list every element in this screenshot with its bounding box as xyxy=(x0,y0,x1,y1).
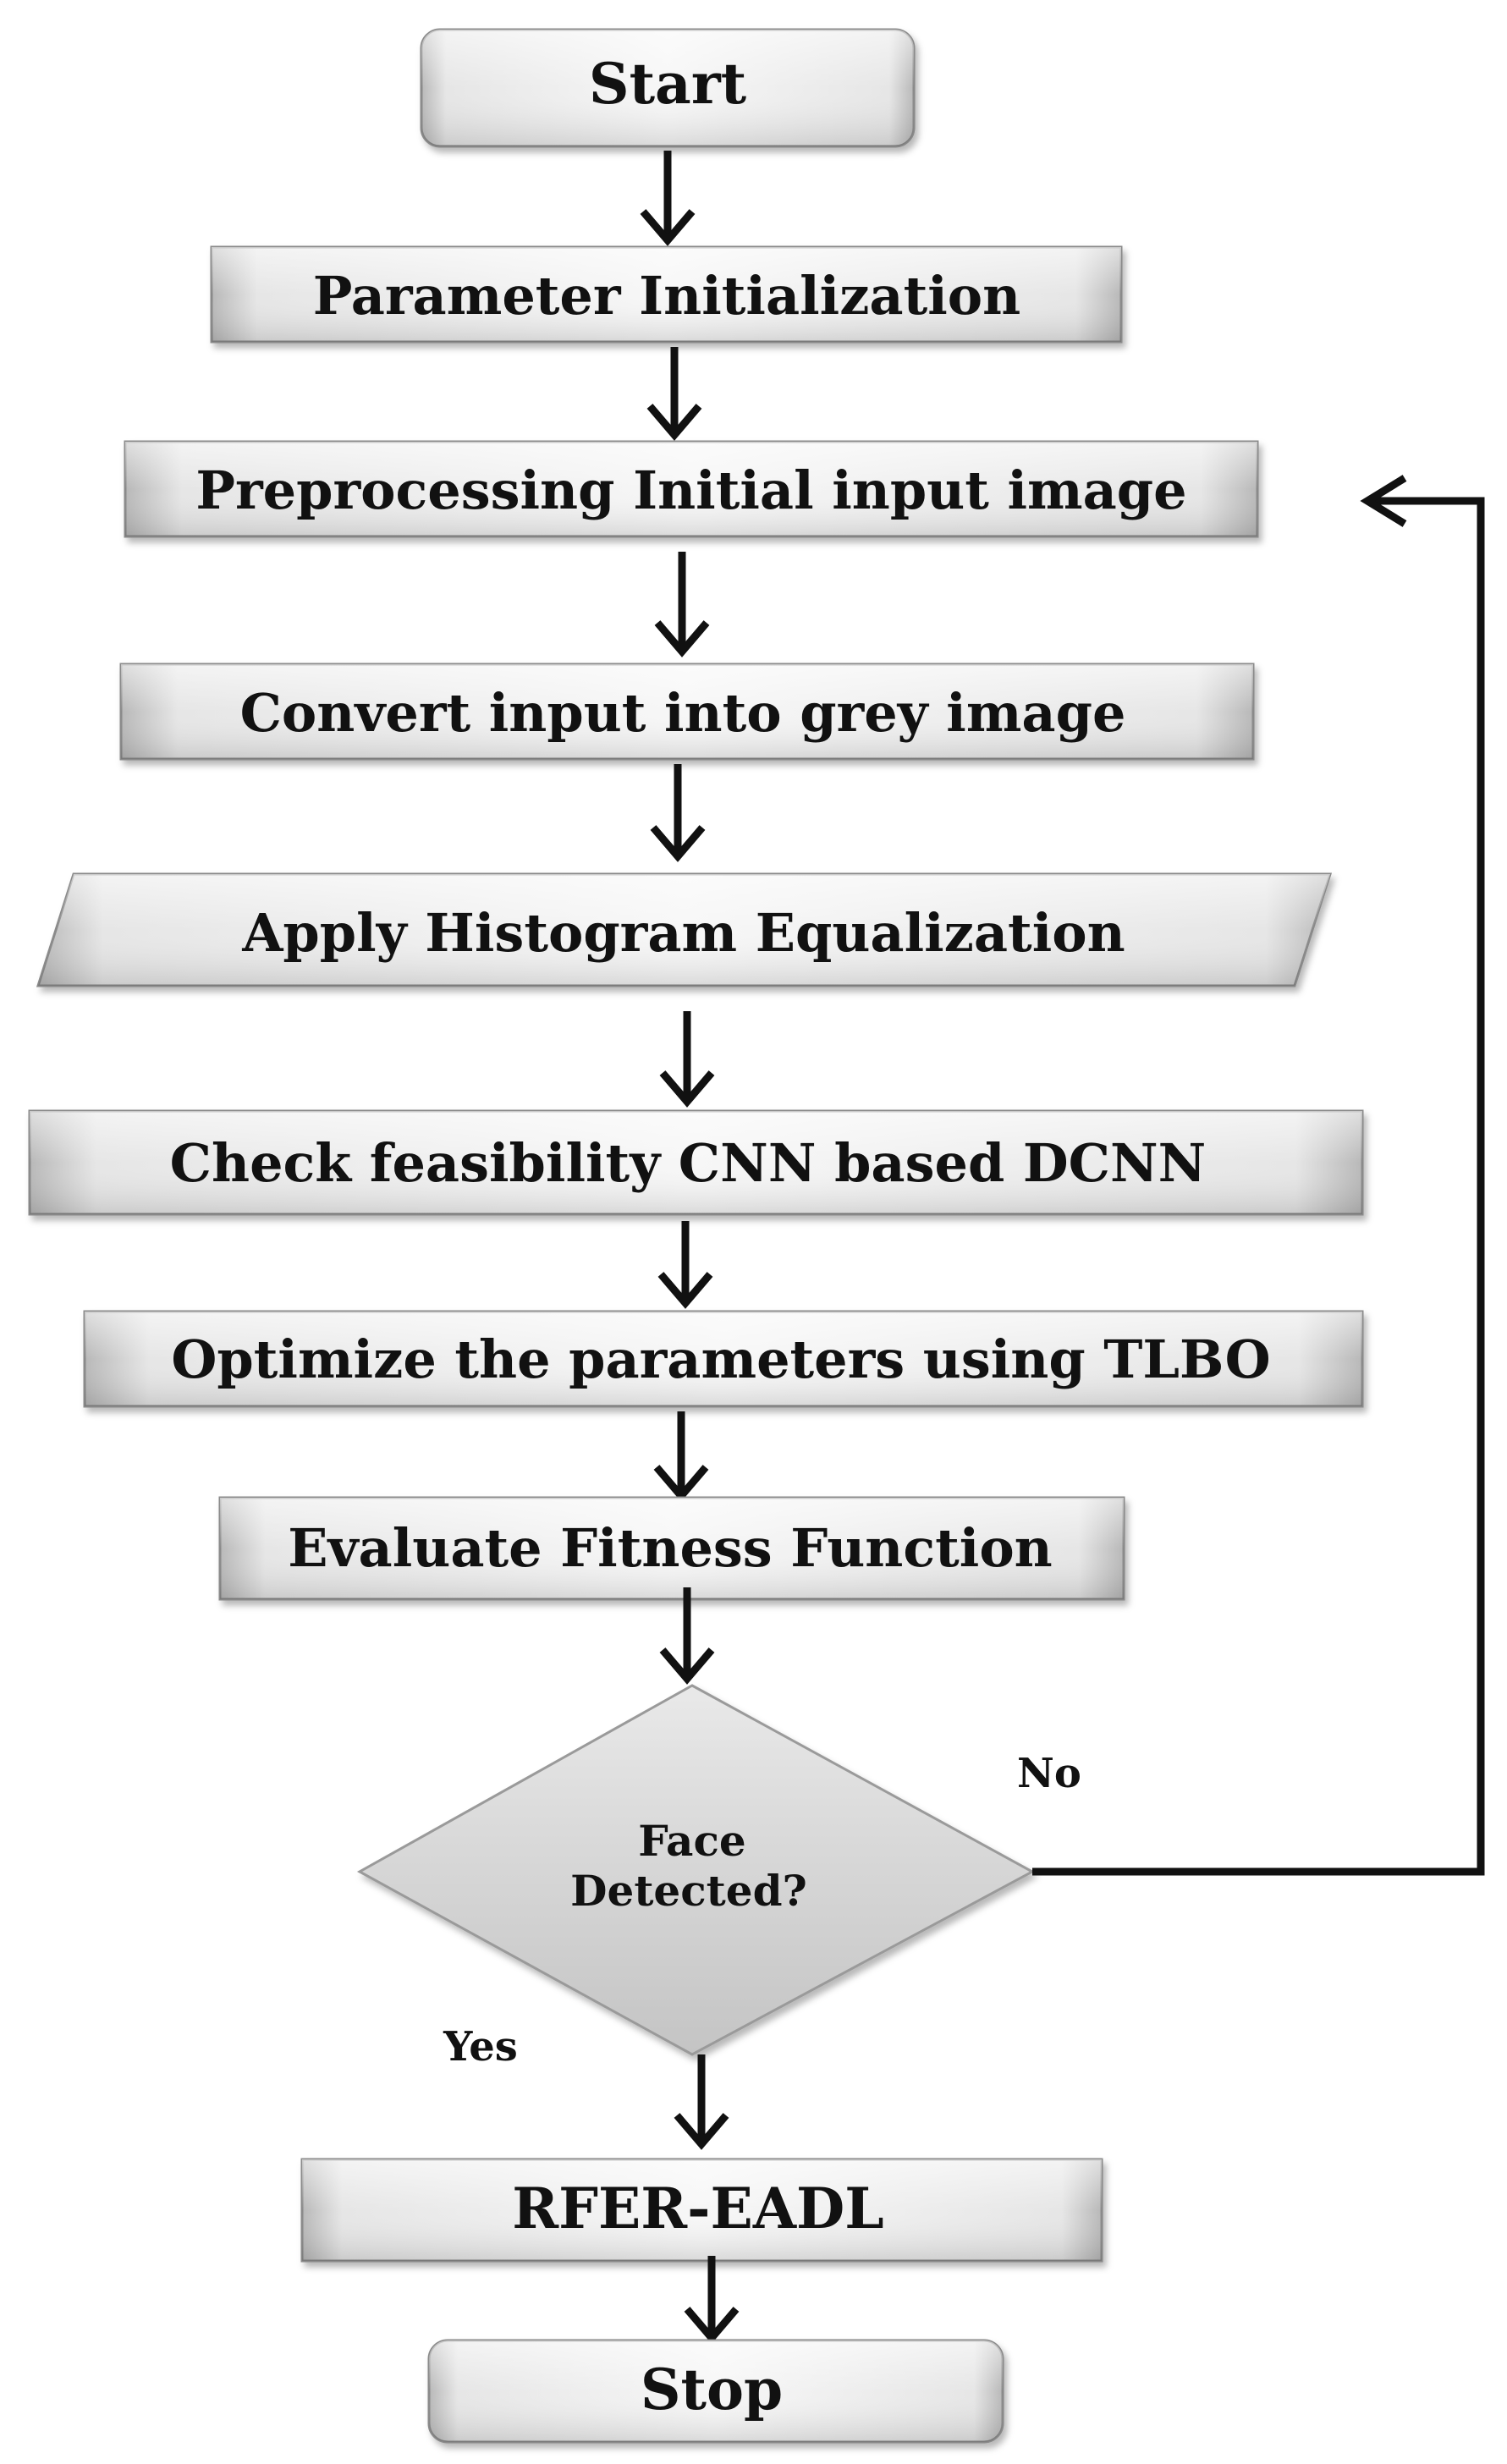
step-histogram-equalization: Apply Histogram Equalization xyxy=(36,872,1333,987)
stop-label: Stop xyxy=(641,2357,783,2423)
yes-label: Yes xyxy=(443,2023,518,2071)
step-rfer-eadl: RFER-EADL xyxy=(300,2158,1103,2263)
step-optimize-tlbo-label: Optimize the parameters using TLBO xyxy=(171,1328,1270,1390)
no-label: No xyxy=(1017,1750,1081,1797)
arrowhead xyxy=(640,209,696,246)
decision-label-line1: Face xyxy=(638,1816,745,1866)
loop-back-connector xyxy=(1032,497,1485,1876)
arrowhead xyxy=(1360,475,1407,527)
stop-node: Stop xyxy=(427,2339,1004,2444)
step-convert-grey: Convert input into grey image xyxy=(119,663,1255,761)
start-label: Start xyxy=(589,51,747,117)
step-evaluate-fitness-label: Evaluate Fitness Function xyxy=(288,1517,1053,1579)
arrowhead xyxy=(684,2307,740,2344)
step-histogram-equalization-label: Apply Histogram Equalization xyxy=(241,902,1125,964)
arrowhead xyxy=(659,1070,715,1108)
decision-label-line2: Detected? xyxy=(570,1866,807,1916)
step-parameter-initialization-label: Parameter Initialization xyxy=(313,265,1020,327)
arrowhead xyxy=(650,825,706,862)
arrowhead xyxy=(674,2113,729,2150)
arrowhead xyxy=(659,1647,715,1685)
step-convert-grey-label: Convert input into grey image xyxy=(240,682,1126,744)
arrowhead xyxy=(653,1465,709,1502)
step-preprocessing-label: Preprocessing Initial input image xyxy=(195,459,1186,521)
arrowhead xyxy=(646,404,702,441)
arrowhead xyxy=(657,1272,713,1309)
step-parameter-initialization: Parameter Initialization xyxy=(210,245,1123,344)
start-node: Start xyxy=(420,28,916,148)
step-check-feasibility-label: Check feasibility CNN based DCNN xyxy=(170,1132,1207,1194)
step-optimize-tlbo: Optimize the parameters using TLBO xyxy=(83,1310,1364,1408)
step-preprocessing: Preprocessing Initial input image xyxy=(124,440,1259,538)
arrowhead xyxy=(654,620,710,657)
step-evaluate-fitness: Evaluate Fitness Function xyxy=(218,1496,1125,1601)
step-check-feasibility: Check feasibility CNN based DCNN xyxy=(28,1109,1364,1216)
step-rfer-eadl-label: RFER-EADL xyxy=(512,2175,883,2241)
decision-face-detected: Face Detected? xyxy=(356,1684,1036,2056)
